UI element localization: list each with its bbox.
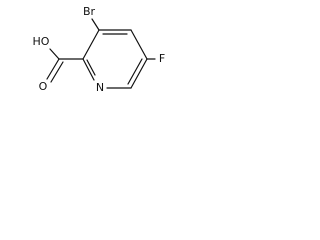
hydroxyl-group-label: HO bbox=[33, 35, 50, 48]
ring-bond-c5-c6-double bbox=[127, 58, 143, 85]
ring-bond-c5-c6 bbox=[130, 58, 148, 89]
bond-c3-bromine bbox=[91, 18, 100, 31]
ring-bond-c2-c3 bbox=[82, 29, 100, 60]
ring-bond-c4-c5 bbox=[130, 29, 148, 60]
molecule-structure-diagram: Br HO O N F bbox=[33, 5, 166, 94]
carbonyl-oxygen-label: O bbox=[39, 80, 48, 93]
bond-carboxyl-hydroxyl bbox=[49, 48, 60, 60]
bond-carboxyl-carbonyl-double bbox=[50, 61, 64, 83]
ring-nitrogen-label: N bbox=[96, 81, 104, 94]
ring-bond-n1-c2-double bbox=[86, 59, 96, 76]
bond-carboxyl-carbonyl bbox=[46, 58, 60, 80]
bromine-atom-label: Br bbox=[83, 5, 96, 18]
ring-bond-n1-c2 bbox=[82, 58, 95, 81]
fluorine-atom-label: F bbox=[159, 52, 165, 65]
